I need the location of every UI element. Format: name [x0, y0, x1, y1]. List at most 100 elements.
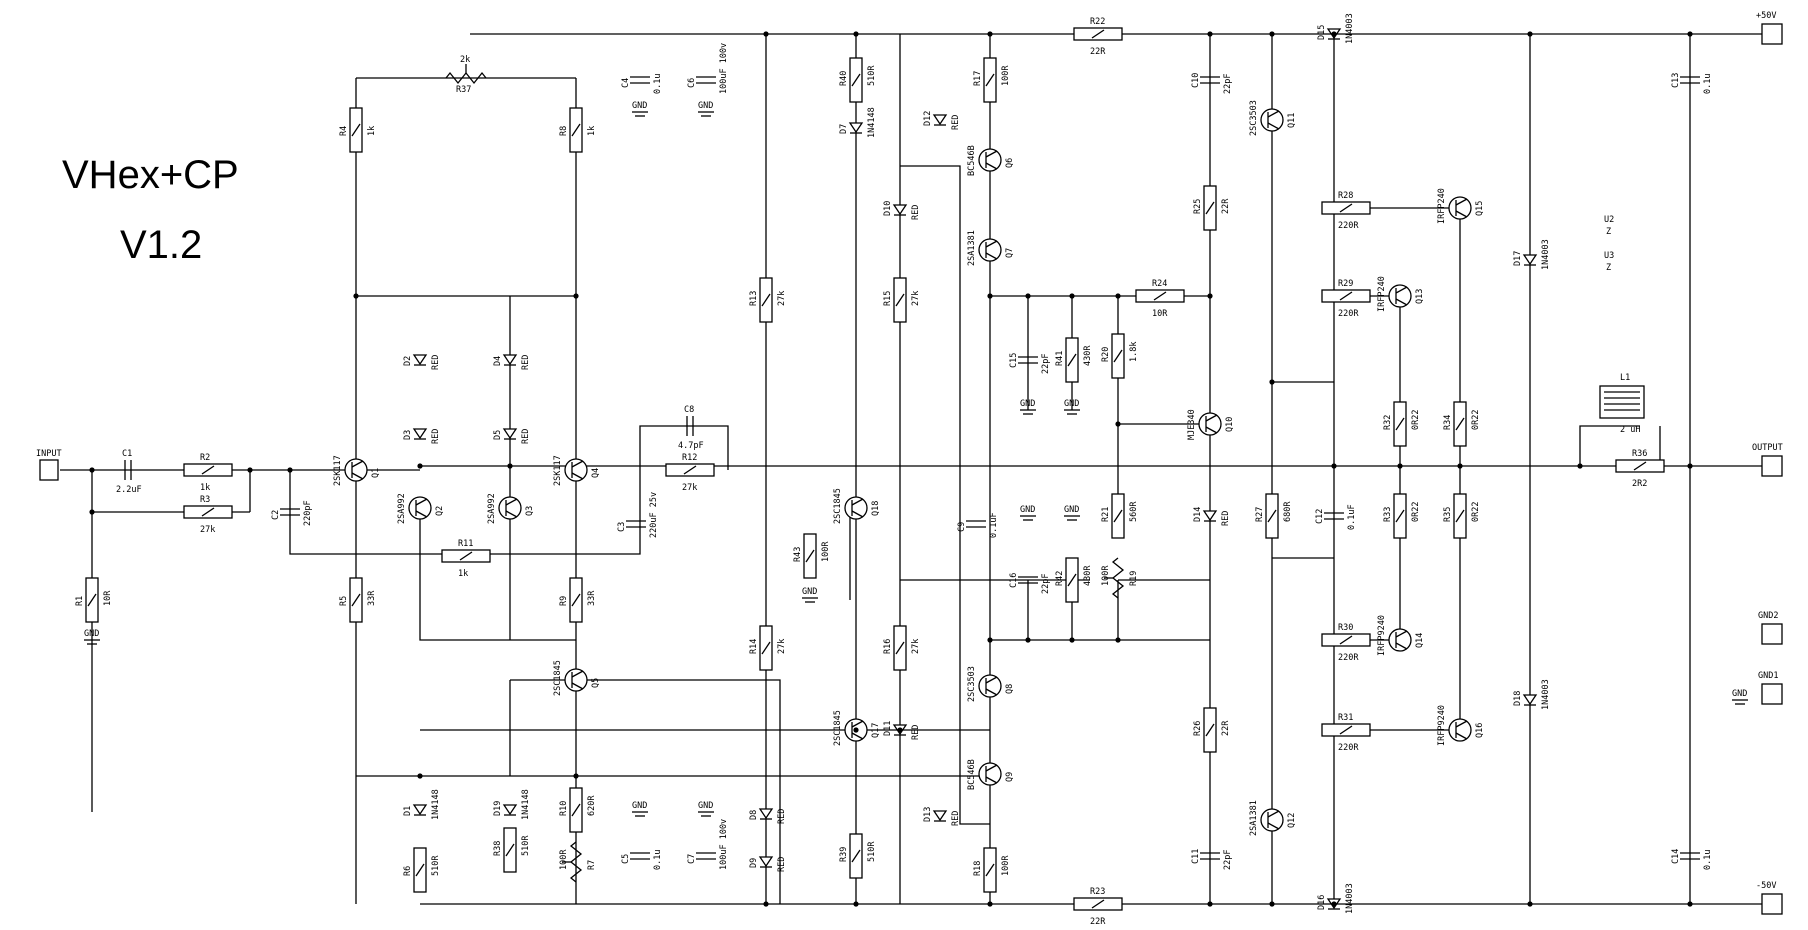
resistor-ref: R38	[493, 841, 503, 856]
diode-ref: D19	[493, 801, 503, 816]
transistor-q3: Q3 2SA992	[487, 493, 535, 524]
resistor-ref: R31	[1338, 713, 1353, 723]
capacitor-value: 0.1u	[653, 850, 663, 870]
positive-rail-label: +50V	[1756, 11, 1776, 21]
resistor-value: 10R	[1152, 309, 1168, 319]
pot-value: 100R	[559, 849, 569, 870]
diode-ref: D12	[923, 111, 933, 126]
junction-dot	[247, 467, 253, 473]
resistor-ref: R39	[839, 847, 849, 862]
resistor-ref: R12	[682, 453, 697, 463]
resistor-ref: R10	[559, 801, 569, 816]
resistor-ref: R34	[1443, 415, 1453, 430]
diode-value: RED	[951, 115, 961, 130]
capacitor-ref: C3	[617, 522, 627, 532]
resistor-ref: R8	[559, 126, 569, 136]
resistor-value: 430R	[1083, 345, 1093, 366]
resistor-value: 27k	[911, 639, 921, 654]
capacitor-c8: C84.7pF	[678, 405, 704, 451]
connector-gnd2: GND2	[1758, 611, 1783, 645]
capacitor-value: 100uF 100v	[719, 43, 729, 94]
capacitor-ref: C5	[621, 854, 631, 864]
transistor-ref: Q18	[871, 501, 881, 516]
resistor-value: 620R	[587, 795, 597, 816]
resistor-value: 510R	[867, 65, 877, 86]
capacitor-ref: C9	[957, 522, 967, 532]
junction-dot	[417, 773, 423, 779]
transistor-ref: Q10	[1225, 417, 1235, 432]
diode-value: RED	[951, 811, 961, 826]
ground-label: GND	[1020, 505, 1035, 515]
resistor-ref: R42	[1055, 571, 1065, 586]
resistor-value: 1.8k	[1129, 342, 1139, 362]
resistor-value: 1k	[367, 126, 377, 136]
transistor-ref: Q12	[1287, 813, 1297, 828]
diode-d12: D12 RED	[923, 111, 961, 130]
transistor-ref: Q3	[525, 506, 535, 516]
resistor-value: 220R	[1338, 309, 1359, 319]
resistor-value: 100R	[1001, 855, 1011, 876]
capacitor-ref: C16	[1009, 573, 1019, 588]
transistor-ref: Q8	[1005, 684, 1015, 694]
capacitor-ref: C13	[1671, 73, 1681, 88]
resistor-r40: R40 510R	[839, 57, 877, 103]
resistor-value: 27k	[911, 291, 921, 306]
junction-dot	[1207, 293, 1213, 299]
junction-dot	[89, 509, 95, 515]
capacitor-value: 22pF	[1223, 850, 1233, 870]
resistor-value: 220R	[1338, 221, 1359, 231]
transistor-ref: Q1	[371, 468, 381, 478]
input-label: INPUT	[36, 449, 62, 459]
transistor-value: 2SA992	[487, 493, 497, 524]
transistor-value: 2SK117	[333, 455, 343, 486]
diode-ref: D17	[1513, 251, 1523, 266]
ground-symbol: GND	[632, 801, 648, 817]
junction-dot	[1687, 901, 1693, 907]
junction-dot	[89, 467, 95, 473]
resistor-value: 0R22	[1411, 502, 1421, 522]
u3-z: Z	[1606, 263, 1611, 273]
pot-value: 2k	[460, 55, 470, 65]
supply-rails	[420, 33, 1768, 905]
resistor-value: 1k	[587, 126, 597, 136]
resistor-value: 22R	[1221, 198, 1231, 214]
transistor-ref: Q6	[1005, 158, 1015, 168]
resistor-ref: R40	[839, 71, 849, 86]
resistor-value: 100R	[821, 541, 831, 562]
diode-ref: D3	[403, 430, 413, 440]
resistor-ref: R14	[749, 639, 759, 654]
junction-dot	[897, 727, 903, 733]
capacitor-ref: C8	[684, 405, 694, 415]
resistor-value: 0R22	[1471, 410, 1481, 430]
diode-value: 1N4003	[1345, 883, 1355, 914]
junction-dot	[1115, 421, 1121, 427]
